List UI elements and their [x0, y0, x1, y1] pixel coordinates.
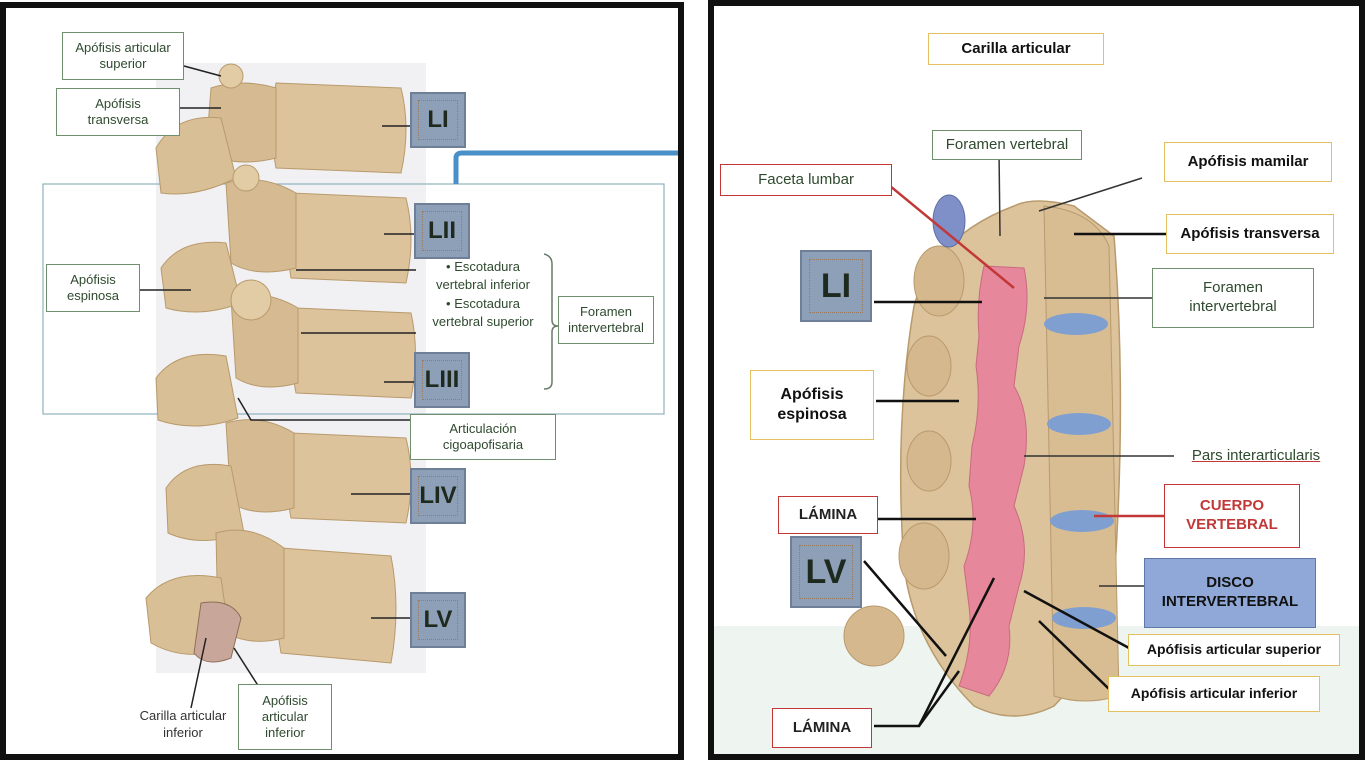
- label-pars-interarticularis: Pars interarticularis: [1176, 446, 1336, 466]
- label-apofisis-mamilar: Apófisis mamilar: [1164, 142, 1332, 182]
- tag-l5: LV: [410, 592, 466, 648]
- label-carilla-articular: Carilla articular: [928, 33, 1104, 65]
- label-apofisis-articular-inferior: Apófisis articular inferior: [1108, 676, 1320, 712]
- label-lamina-1: LÁMINA: [778, 496, 878, 534]
- accent-bracket: [456, 153, 678, 184]
- label-apofisis-transversa: Apófisis transversa: [1166, 214, 1334, 254]
- faceta-lumbar-shape: [933, 195, 965, 247]
- tag-l4: LIV: [410, 468, 466, 524]
- tag-l5: LV: [790, 536, 862, 608]
- posterolateral-lumbar-panel: Carilla articular Foramen vertebral Face…: [708, 0, 1365, 760]
- disc-2: [1047, 413, 1111, 435]
- disc-3: [1050, 510, 1114, 532]
- tag-l3: LIII: [414, 352, 470, 408]
- label-lamina-2: LÁMINA: [772, 708, 872, 748]
- tag-l1: LI: [410, 92, 466, 148]
- label-faceta-lumbar: Faceta lumbar: [720, 164, 892, 196]
- disc-1: [1044, 313, 1108, 335]
- tag-l2: LII: [414, 203, 470, 259]
- label-apofisis-articular-superior: Apófisis articular superior: [1128, 634, 1340, 666]
- tag-l1: LI: [800, 250, 872, 322]
- label-foramen-vertebral: Foramen vertebral: [932, 130, 1082, 160]
